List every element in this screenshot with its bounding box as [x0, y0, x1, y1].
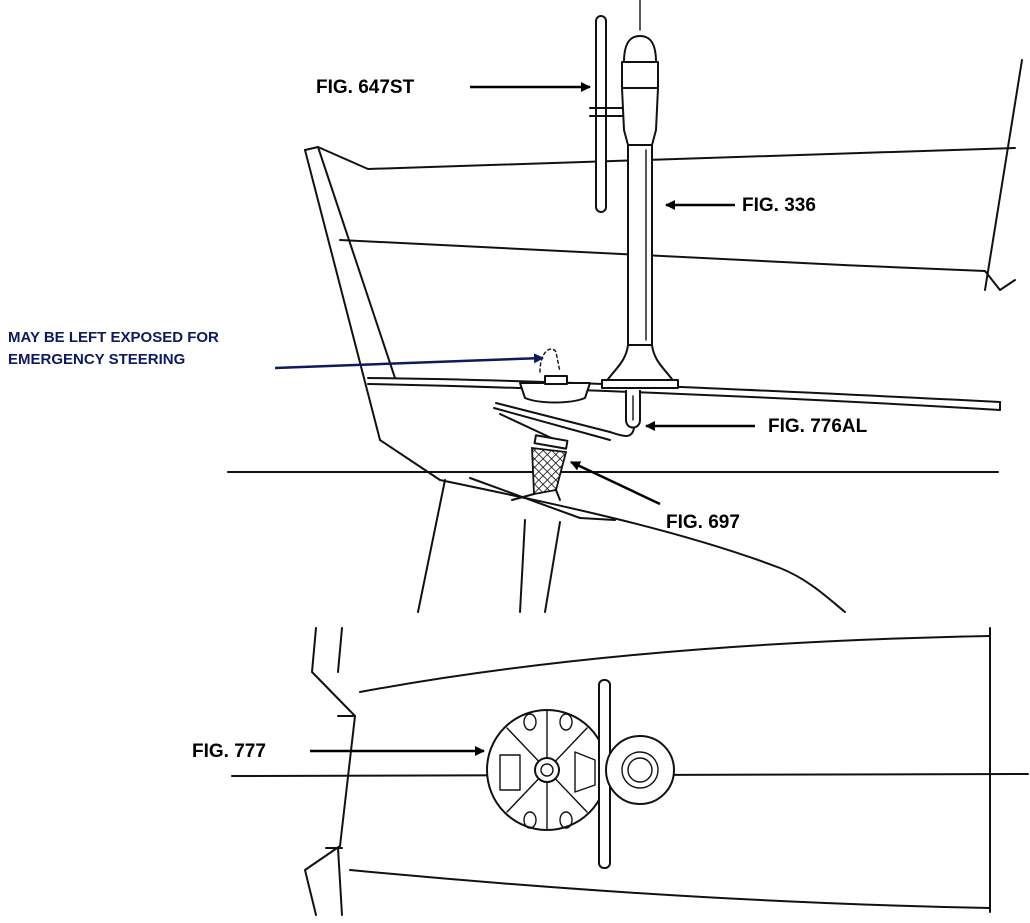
label-fig-777: FIG. 777 [192, 741, 266, 762]
steering-column-336 [601, 35, 679, 389]
label-fig-647st: FIG. 647ST [316, 77, 415, 98]
steering-wheel-647st [589, 15, 629, 213]
cable-conduit [493, 402, 635, 443]
label-emergency-line1: MAY BE LEFT EXPOSED FOR [8, 329, 219, 346]
leader-697 [570, 460, 661, 506]
leader-emergency [274, 353, 544, 370]
label-fig-776al: FIG. 776AL [768, 416, 868, 437]
fitting-776al [625, 390, 641, 429]
hull-bottom-edge [349, 869, 991, 909]
transom-outline [304, 627, 356, 916]
label-fig-697: FIG. 697 [666, 512, 740, 533]
leader-lines [274, 82, 755, 756]
hull-upper-outline [304, 59, 1023, 441]
wheel-plan-view [598, 679, 675, 869]
plan-view [231, 627, 1029, 916]
hull-lower-outline [227, 439, 999, 613]
label-fig-336: FIG. 336 [742, 195, 816, 216]
hull-top-edge [359, 635, 991, 693]
mounting-plate-777 [486, 709, 608, 831]
side-elevation-view [227, 0, 1023, 613]
boot-697 [511, 434, 569, 501]
label-emergency-line2: EMERGENCY STEERING [8, 351, 185, 368]
emergency-steering-fitting [519, 348, 591, 404]
callout-labels: FIG. 647ST FIG. 336 MAY BE LEFT EXPOSED … [8, 77, 868, 762]
